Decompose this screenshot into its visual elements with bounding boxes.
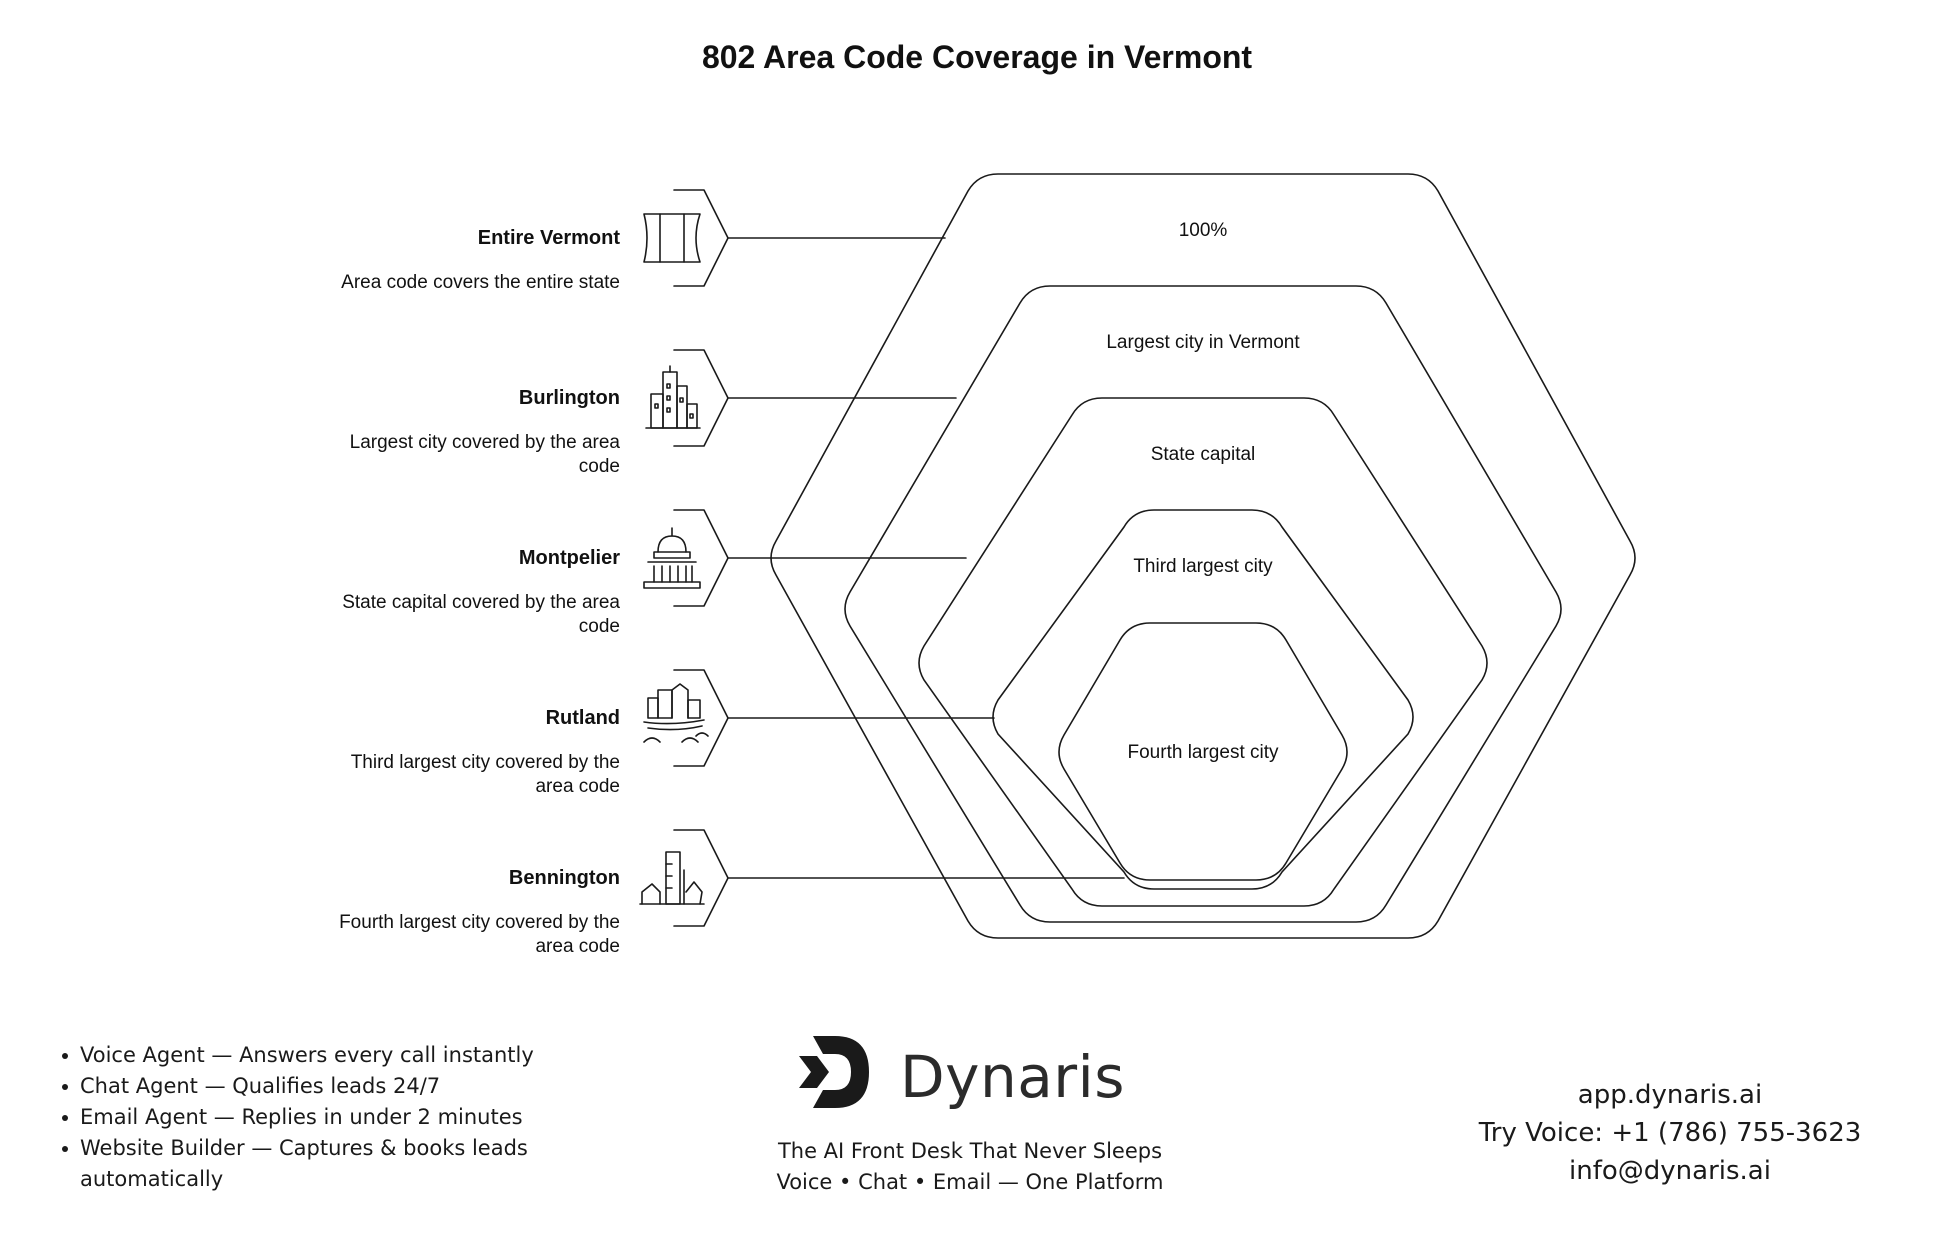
- hex-outline-2: [844, 285, 1562, 923]
- contact-info: app.dynaris.ai Try Voice: +1 (786) 755-3…: [1440, 1076, 1900, 1190]
- feature-item: Voice Agent — Answers every call instant…: [58, 1040, 578, 1071]
- label-desc: State capital covered by the area: [342, 592, 620, 613]
- city-skyline-icon: [645, 365, 701, 429]
- label-name: Burlington: [519, 387, 620, 409]
- page-title: 802 Area Code Coverage in Vermont: [702, 39, 1252, 75]
- vermont-map-icon: [643, 213, 701, 263]
- feature-item: Email Agent — Replies in under 2 minutes: [58, 1102, 578, 1133]
- feature-list: Voice Agent — Answers every call instant…: [58, 1040, 578, 1195]
- label-rutland: Rutland Third largest city covered by th…: [351, 707, 620, 797]
- tagline-line: The AI Front Desk That Never Sleeps: [777, 1139, 1163, 1163]
- dynaris-logo-icon: [799, 1036, 869, 1108]
- label-desc: Largest city covered by the area: [350, 432, 621, 453]
- hex-label-bennington: Fourth largest city: [1128, 742, 1279, 763]
- town-landscape-icon: [643, 683, 709, 743]
- bracket-bennington: [673, 829, 729, 927]
- label-desc: code: [579, 616, 620, 637]
- bracket-rutland: [673, 669, 729, 767]
- label-name: Entire Vermont: [478, 227, 621, 249]
- feature-item: Chat Agent — Qualifies leads 24/7: [58, 1071, 578, 1102]
- bracket-montpelier: [673, 509, 729, 607]
- email-link[interactable]: info@dynaris.ai: [1569, 1156, 1771, 1186]
- label-desc: Area code covers the entire state: [341, 272, 620, 293]
- brand-logo: Dynaris: [795, 1032, 1125, 1122]
- label-desc: code: [579, 456, 620, 477]
- website-link[interactable]: app.dynaris.ai: [1577, 1080, 1763, 1110]
- connector-lines: [727, 237, 1125, 879]
- label-desc: Third largest city covered by the: [351, 752, 620, 773]
- hex-outline-4: [992, 509, 1414, 890]
- hex-outline-1: [770, 173, 1636, 939]
- label-name: Rutland: [546, 707, 620, 729]
- label-desc: Fourth largest city covered by the: [339, 912, 620, 933]
- hex-label-entire-vermont: 100%: [1179, 220, 1228, 241]
- phone-number[interactable]: Try Voice: +1 (786) 755-3623: [1478, 1118, 1862, 1148]
- tagline: The AI Front Desk That Never Sleeps Voic…: [700, 1136, 1240, 1198]
- tagline-line: Voice • Chat • Email — One Platform: [776, 1170, 1164, 1194]
- hex-outline-5: [1058, 622, 1348, 881]
- capitol-building-icon: [643, 527, 701, 589]
- hex-outline-3: [918, 397, 1488, 907]
- icon-brackets: [673, 189, 729, 927]
- label-name: Montpelier: [519, 547, 620, 569]
- hex-label-burlington: Largest city in Vermont: [1106, 332, 1300, 353]
- label-name: Bennington: [509, 867, 620, 889]
- brand-name: Dynaris: [900, 1043, 1125, 1111]
- label-burlington: Burlington Largest city covered by the a…: [350, 387, 621, 477]
- bracket-burlington: [673, 349, 729, 447]
- label-montpelier: Montpelier State capital covered by the …: [342, 547, 620, 637]
- hexagon-outlines: [770, 173, 1636, 939]
- label-desc: area code: [535, 776, 620, 797]
- label-entire-vermont: Entire Vermont Area code covers the enti…: [341, 227, 620, 293]
- label-desc: area code: [535, 936, 620, 957]
- hex-label-rutland: Third largest city: [1133, 556, 1273, 577]
- bracket-entire-vermont: [673, 189, 729, 287]
- feature-item: Website Builder — Captures & books leads…: [58, 1133, 578, 1195]
- hex-label-montpelier: State capital: [1151, 444, 1256, 465]
- monument-icon: [639, 851, 705, 905]
- label-bennington: Bennington Fourth largest city covered b…: [339, 867, 620, 957]
